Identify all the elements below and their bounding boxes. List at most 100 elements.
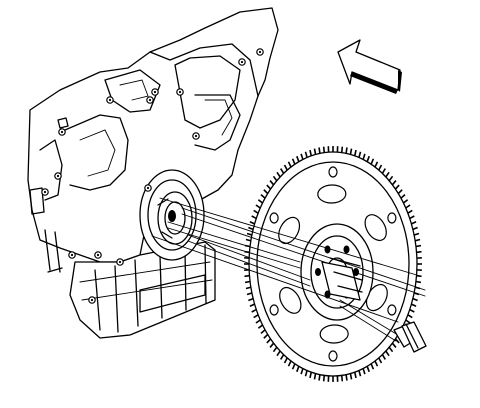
gear-tooth: [276, 350, 281, 357]
gear-tooth: [349, 373, 353, 380]
gear-tooth: [340, 146, 344, 153]
gear-tooth: [409, 308, 415, 313]
rear-face-rib: [64, 114, 129, 191]
gear-tooth: [407, 209, 413, 214]
gear-tooth: [405, 319, 411, 324]
gear-tooth: [370, 363, 375, 370]
bolt-boss-center: [240, 60, 244, 64]
engine-block-bolt-bosses: [41, 48, 264, 304]
gear-tooth: [358, 151, 362, 158]
sensor-tube: [44, 229, 63, 273]
lightening-hole: [317, 184, 347, 204]
gear-tooth: [413, 232, 420, 236]
flexplate: [244, 146, 422, 382]
gear-tooth: [280, 354, 285, 360]
gear-tooth: [257, 199, 264, 204]
hub-bolt-hole: [324, 245, 331, 254]
gear-tooth: [397, 189, 403, 195]
bolt-boss-center: [258, 50, 262, 54]
gear-tooth: [283, 164, 288, 171]
gear-tooth: [415, 280, 422, 284]
gear-tooth: [381, 354, 386, 360]
gear-tooth: [353, 149, 357, 156]
bolt-boss-center: [194, 134, 198, 138]
gear-tooth: [313, 148, 317, 155]
rim-bolt-hole: [387, 212, 397, 224]
gear-tooth: [409, 215, 415, 220]
gear-tooth: [255, 319, 261, 324]
gear-tooth: [374, 161, 379, 168]
gear-tooth: [362, 153, 366, 160]
gear-tooth: [340, 375, 344, 382]
hub-bolt-hole: [315, 268, 321, 276]
gear-tooth: [405, 204, 411, 209]
gear-tooth: [257, 324, 264, 329]
gear-tooth: [391, 180, 397, 186]
gear-tooth: [412, 226, 418, 231]
engine-block: [27, 7, 279, 339]
gear-tooth: [402, 199, 409, 204]
gear-tooth: [296, 366, 300, 373]
gear-tooth: [358, 370, 362, 377]
gear-tooth: [272, 346, 278, 353]
gear-tooth: [370, 158, 375, 165]
gear-tooth: [291, 363, 296, 370]
gear-tooth: [269, 180, 275, 186]
gear-tooth: [412, 297, 418, 302]
bolt-boss-center: [118, 260, 122, 264]
gear-tooth: [244, 274, 250, 278]
gear-tooth: [253, 314, 259, 319]
gear-tooth: [318, 374, 321, 381]
gear-tooth: [353, 372, 357, 379]
gear-tooth: [309, 372, 313, 379]
gear-tooth: [411, 303, 417, 308]
gear-tooth: [394, 338, 400, 344]
gear-tooth: [414, 238, 421, 242]
gear-tooth: [381, 168, 386, 174]
gear-tooth: [263, 189, 269, 195]
gear-tooth: [249, 220, 255, 225]
flywheel-bolt: [339, 299, 427, 353]
alignment-guide-lines: [151, 197, 426, 323]
lightening-hole: [364, 214, 387, 242]
gear-tooth: [248, 297, 254, 302]
gear-tooth: [260, 329, 266, 334]
gear-tooth: [287, 360, 292, 367]
bolt-boss-center: [148, 98, 152, 102]
lightening-hole: [278, 216, 301, 245]
alignment-shaft: [321, 257, 363, 301]
bolt-boss-center: [146, 186, 150, 190]
gear-tooth: [345, 147, 348, 154]
gear-tooth: [416, 250, 422, 254]
gear-tooth: [253, 209, 259, 214]
gear-tooth: [272, 175, 278, 182]
gear-tooth: [249, 303, 255, 308]
gear-tooth: [394, 184, 400, 190]
gear-tooth: [313, 373, 317, 380]
crankshaft-flange: [157, 191, 193, 245]
gear-tooth: [378, 164, 383, 171]
cylinder-head-detail: [174, 55, 241, 129]
gear-tooth: [388, 175, 394, 182]
gear-tooth: [276, 171, 281, 178]
lightening-hole: [279, 286, 302, 314]
gear-tooth: [388, 346, 394, 353]
gear-tooth: [322, 146, 326, 153]
gear-tooth: [366, 155, 370, 162]
gear-tooth: [349, 148, 353, 155]
gear-tooth: [245, 286, 252, 290]
gear-tooth: [378, 357, 383, 364]
gear-tooth: [246, 232, 253, 236]
gear-tooth: [269, 342, 275, 348]
gear-tooth: [244, 280, 251, 284]
gear-tooth: [245, 238, 252, 242]
flexplate-rim-bolt-holes: [269, 166, 397, 362]
gear-tooth: [300, 153, 304, 160]
hub-bolt-hole: [343, 245, 350, 254]
rim-bolt-hole: [269, 304, 279, 316]
gear-tooth: [304, 151, 308, 158]
rim-bolt-hole: [328, 350, 338, 362]
bolt-boss-center: [108, 98, 112, 102]
gear-tooth: [411, 220, 417, 225]
rim-bolt-hole: [328, 166, 338, 178]
